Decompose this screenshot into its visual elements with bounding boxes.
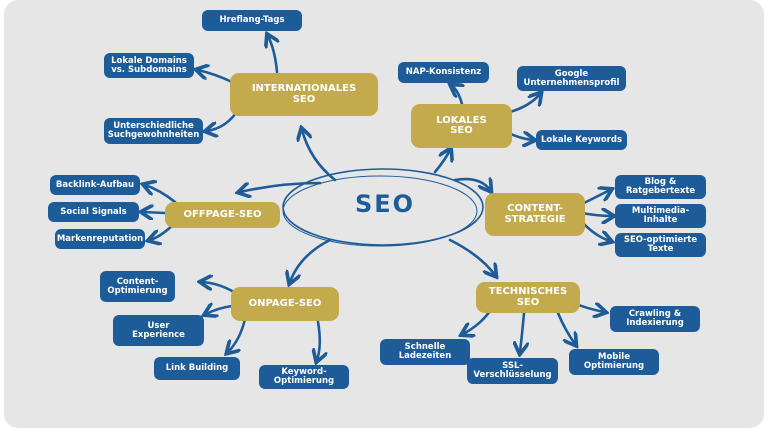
topic-technisches-seo[interactable]: TECHNISCHES SEO	[476, 282, 580, 313]
leaf-label: Lokale Domains vs. Subdomains	[111, 55, 187, 75]
leaf-content-optimierung[interactable]: Content- Optimierung	[100, 271, 175, 302]
leaf-google-unternehmensprofil[interactable]: Google Unternehmensprofil	[517, 66, 626, 91]
topic-label: LOKALES SEO	[436, 114, 487, 136]
leaf-label: Markenreputation	[56, 233, 144, 244]
leaf-label: Backlink-Aufbau	[55, 179, 135, 190]
leaf-label: Unterschiedliche Suchgewohnheiten	[107, 121, 200, 140]
leaf-label: NAP-Konsistenz	[405, 67, 482, 78]
leaf-label: Keyword- Optimierung	[273, 367, 335, 386]
leaf-label: Crawling & Indexierung	[626, 309, 684, 328]
leaf-label: Schnelle Ladezeiten	[398, 342, 452, 361]
leaf-hreflang-tags[interactable]: Hreflang-Tags	[202, 10, 302, 31]
topic-onpage-seo[interactable]: ONPAGE-SEO	[231, 287, 339, 321]
leaf-backlink-aufbau[interactable]: Backlink-Aufbau	[50, 175, 140, 195]
leaf-label: Hreflang-Tags	[219, 15, 285, 26]
topic-label: TECHNISCHES SEO	[488, 286, 568, 308]
leaf-label: Lokale Keywords	[540, 134, 623, 145]
seo-center-ellipse	[282, 168, 484, 246]
leaf-label: Blog & Ratgebertexte	[625, 177, 696, 196]
leaf-social-signals[interactable]: Social Signals	[48, 202, 139, 222]
topic-label: OFFPAGE-SEO	[183, 208, 262, 220]
leaf-label: Multimedia- Inhalte	[631, 206, 690, 225]
leaf-link-building[interactable]: Link Building	[154, 357, 240, 380]
topic-offpage-seo[interactable]: OFFPAGE-SEO	[165, 202, 280, 228]
topic-lokales-seo[interactable]: LOKALES SEO	[411, 104, 512, 148]
leaf-label: Google Unternehmensprofil	[523, 68, 620, 88]
seo-center-label: SEO	[355, 190, 416, 218]
leaf-keyword-optimierung[interactable]: Keyword- Optimierung	[259, 365, 349, 389]
leaf-label: Mobile Optimierung	[583, 352, 645, 371]
leaf-label: SSL- Verschlüsselung	[473, 361, 552, 380]
leaf-mobile-optimierung[interactable]: Mobile Optimierung	[569, 349, 659, 375]
leaf-multimedia-inhalte[interactable]: Multimedia- Inhalte	[615, 204, 706, 228]
leaf-nap-konsistenz[interactable]: NAP-Konsistenz	[398, 62, 489, 83]
leaf-markenreputation[interactable]: Markenreputation	[55, 229, 145, 249]
topic-label: ONPAGE-SEO	[248, 297, 322, 309]
leaf-label: Link Building	[165, 363, 229, 374]
leaf-crawling-indexierung[interactable]: Crawling & Indexierung	[610, 306, 700, 332]
leaf-suchgewohnheiten[interactable]: Unterschiedliche Suchgewohnheiten	[104, 118, 203, 144]
leaf-blog-ratgebertexte[interactable]: Blog & Ratgebertexte	[615, 175, 706, 199]
leaf-label: SEO-optimierte Texte	[623, 235, 698, 254]
leaf-schnelle-ladezeiten[interactable]: Schnelle Ladezeiten	[380, 339, 470, 365]
topic-label: CONTENT- STRATEGIE	[504, 203, 566, 225]
topic-label: INTERNATIONALES SEO	[251, 83, 357, 105]
leaf-seo-optimierte-texte[interactable]: SEO-optimierte Texte	[615, 233, 706, 257]
leaf-user-experience[interactable]: User Experience	[113, 315, 204, 346]
leaf-lokale-domains[interactable]: Lokale Domains vs. Subdomains	[104, 53, 194, 78]
topic-content-strategie[interactable]: CONTENT- STRATEGIE	[485, 193, 585, 236]
leaf-label: User Experience	[132, 320, 185, 340]
leaf-ssl-verschluesselung[interactable]: SSL- Verschlüsselung	[467, 358, 558, 384]
leaf-label: Content- Optimierung	[107, 276, 168, 296]
leaf-lokale-keywords[interactable]: Lokale Keywords	[536, 130, 627, 150]
leaf-label: Social Signals	[60, 206, 127, 217]
topic-internationales-seo[interactable]: INTERNATIONALES SEO	[230, 73, 378, 116]
